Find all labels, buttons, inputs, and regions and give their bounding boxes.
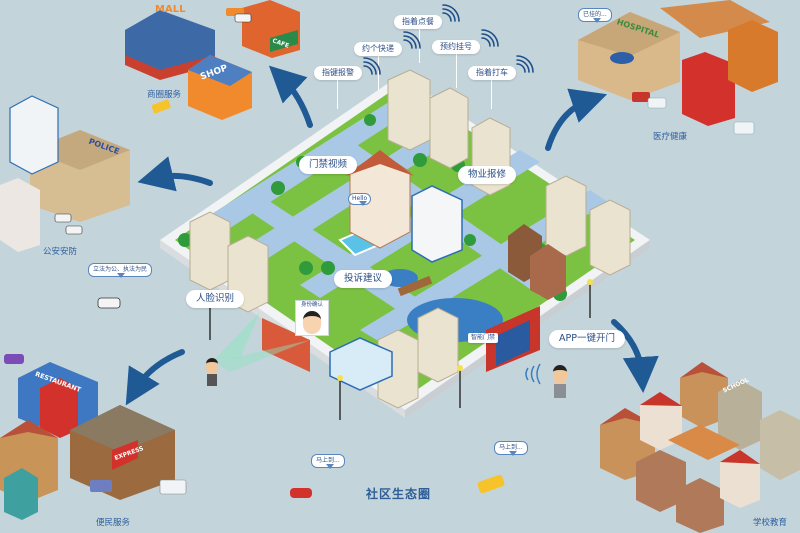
- house-teal: [4, 468, 38, 520]
- bubble-hospital: 已挂的...: [578, 8, 612, 23]
- bubble-police: 立法为公、执法为民: [88, 263, 153, 278]
- orange-apartment: [728, 20, 778, 92]
- diagram-title: 社区生态圈: [366, 487, 432, 501]
- label-complaint: 投诉建议: [334, 270, 393, 288]
- label-door-video: 门禁视频: [299, 156, 358, 174]
- red-apartment: [682, 52, 735, 126]
- connector-line: [378, 54, 379, 90]
- shop-building: [188, 55, 252, 120]
- arrow-to-medical-icon: [545, 88, 608, 151]
- wifi-signal-icon: [442, 4, 460, 22]
- sector-label-commerce: 商圈服务: [147, 90, 182, 100]
- connector-line: [491, 79, 492, 109]
- sector-label-medical: 医疗健康: [653, 132, 688, 142]
- mall-sign: MALL: [155, 4, 186, 15]
- sector-label-convenience: 便民服务: [96, 518, 131, 528]
- cafe-building: [242, 0, 300, 58]
- police-car: [97, 297, 121, 309]
- wifi-signal-icon: [403, 31, 421, 49]
- sector-label-education: 学校教育: [753, 518, 788, 528]
- arrow-to-security-icon: [137, 156, 213, 192]
- bubble-hello: Hello: [348, 193, 372, 206]
- service-pill-order-food: 指着点餐: [394, 15, 442, 29]
- arrow-to-convenience-icon: [125, 349, 185, 406]
- bubble-courier: 马上到...: [311, 454, 345, 469]
- label-face-recognition: 人脸识别: [186, 290, 245, 308]
- arrow-to-education-icon: [611, 319, 659, 393]
- label-app-open-door: APP一键开门: [549, 330, 625, 348]
- express-building: [70, 405, 175, 500]
- label-smart-gate: 智能门禁: [468, 333, 499, 343]
- service-pill-alarm: 指键报警: [314, 66, 362, 80]
- sports-court: [660, 0, 770, 38]
- arrow-to-commerce-icon: [268, 65, 313, 128]
- face-avatar-icon: [303, 311, 321, 334]
- taxi-car: [477, 474, 505, 494]
- wifi-signal-icon: [363, 57, 381, 75]
- person-phone-user-icon: [553, 365, 567, 398]
- wifi-signal-icon: [481, 29, 499, 47]
- identity-confirm-card: 身份确认: [295, 300, 329, 336]
- label-property-repair: 物业报修: [458, 166, 517, 184]
- connector-line: [456, 52, 457, 88]
- office-building: [9, 95, 59, 175]
- connector-line: [337, 79, 338, 109]
- courier-scooter: [290, 488, 312, 498]
- person-face-scan-icon: [206, 358, 218, 386]
- wifi-signal-icon: [516, 55, 534, 73]
- service-pill-hospital-booking: 预约挂号: [432, 40, 480, 54]
- hospital-building: [578, 12, 680, 100]
- courthouse-building: [0, 178, 40, 252]
- service-pill-taxi: 指着打车: [468, 66, 516, 80]
- sector-label-security: 公安安防: [43, 247, 78, 257]
- mall-building: [125, 10, 215, 80]
- bubble-taxi: 马上到...: [494, 441, 528, 456]
- restaurant-building: [18, 362, 98, 438]
- service-pill-courier: 约个快递: [354, 42, 402, 56]
- school-complex: [600, 362, 800, 533]
